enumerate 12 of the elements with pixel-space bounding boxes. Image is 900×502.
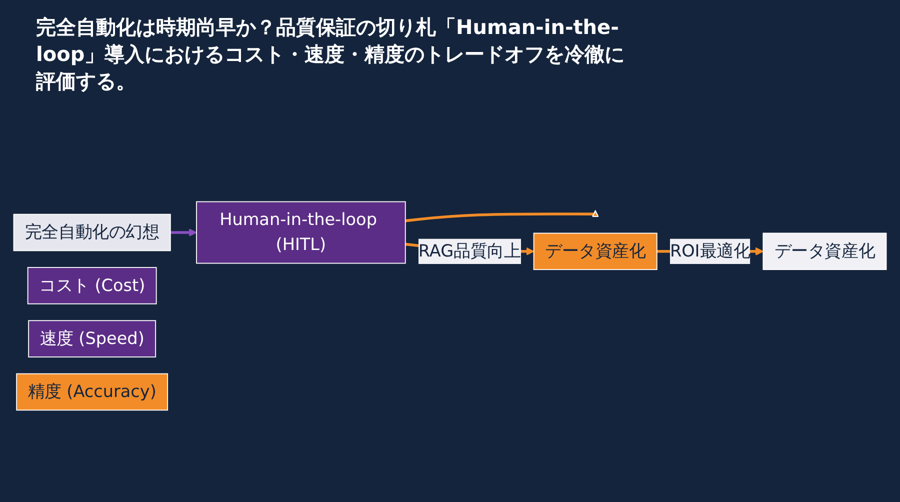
- node-box: コスト (Cost): [27, 267, 157, 304]
- node-box: 精度 (Accuracy): [16, 373, 168, 411]
- node-box: データ資産化: [762, 232, 887, 270]
- edge-label: ROI最適化: [670, 242, 750, 262]
- edge-label: RAG品質向上: [418, 242, 521, 262]
- node-box: データ資産化: [533, 232, 658, 270]
- arrow: [170, 228, 197, 237]
- connector: [405, 212, 594, 222]
- title: 完全自動化は時期尚早か？品質保証の切り札「Human-in-the-loop」導入におけるコスト・速度・精度のトレードオフを冷徹に評価する。: [36, 14, 626, 95]
- node-box: Human-in-the-loop (HITL): [196, 201, 406, 264]
- node-box: 速度 (Speed): [28, 320, 156, 358]
- node-box: 完全自動化の幻想: [13, 214, 171, 252]
